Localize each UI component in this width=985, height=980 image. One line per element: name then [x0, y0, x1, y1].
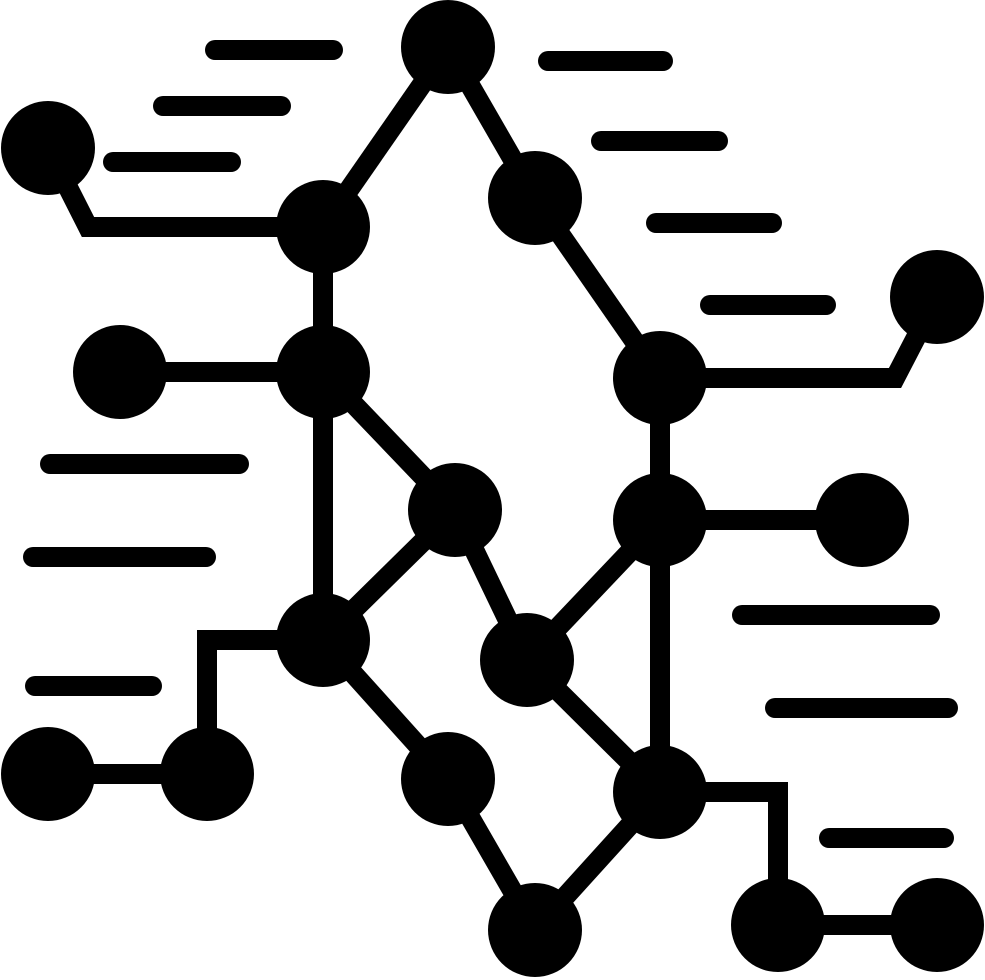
node	[488, 151, 582, 245]
node	[73, 325, 167, 419]
node	[401, 0, 495, 94]
node	[890, 878, 984, 972]
node	[815, 473, 909, 567]
node	[731, 878, 825, 972]
node	[488, 883, 582, 977]
node	[480, 613, 574, 707]
node	[401, 732, 495, 826]
node	[276, 180, 370, 274]
node	[890, 250, 984, 344]
node	[613, 331, 707, 425]
node	[1, 727, 95, 821]
node	[276, 325, 370, 419]
node	[160, 727, 254, 821]
node	[408, 463, 502, 557]
node	[613, 745, 707, 839]
decorative-bars	[23, 40, 958, 848]
node	[1, 101, 95, 195]
node	[613, 473, 707, 567]
node	[276, 593, 370, 687]
